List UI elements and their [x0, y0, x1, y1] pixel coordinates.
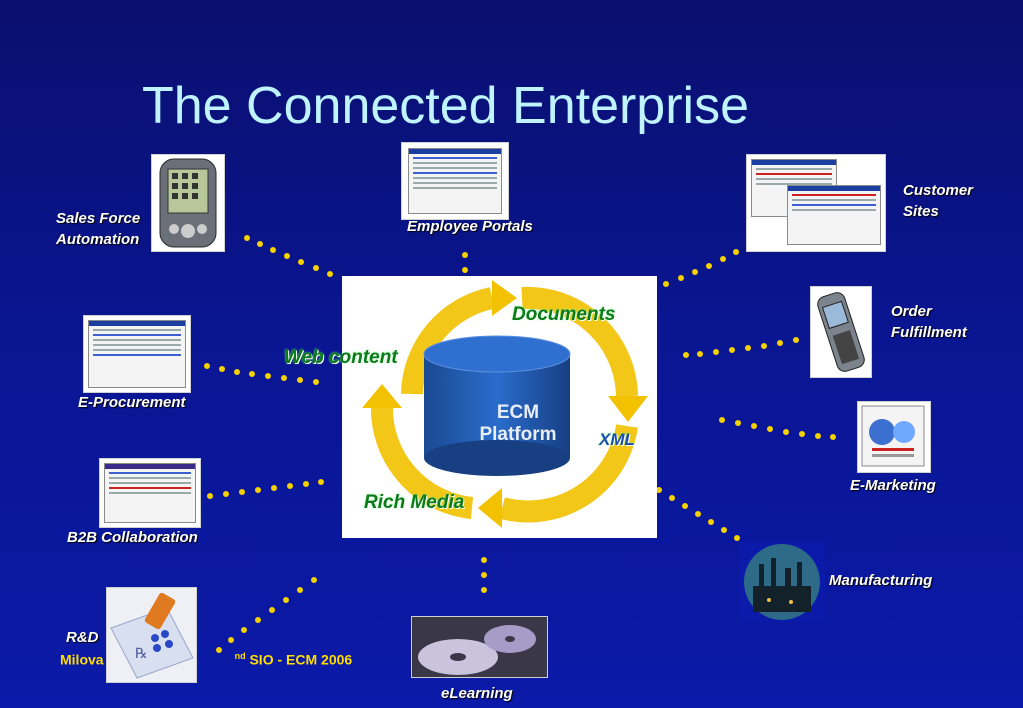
employee-portal-image — [401, 142, 509, 220]
ecm-cylinder: ECM Platform — [423, 335, 571, 476]
b2b-collaboration-image — [99, 458, 201, 528]
cylinder-line1: ECM — [497, 402, 539, 423]
label-elearning: eLearning — [441, 685, 513, 702]
footer-text: Milova nd SIO - ECM 2006 — [60, 651, 352, 668]
elearning-image — [411, 616, 548, 678]
label-order-fulfillment: Order Fulfillment — [891, 301, 967, 343]
customer-sites-line1: Customer — [903, 182, 974, 199]
label-customer-sites: Customer Sites — [903, 180, 973, 222]
pda-image — [151, 154, 225, 252]
label-b2b-collaboration: B2B Collaboration — [67, 529, 198, 546]
arrow-bottom — [478, 488, 502, 528]
label-r-and-d: R&D — [66, 629, 99, 646]
footer-sup: nd — [234, 651, 246, 661]
label-documents: Documents — [512, 304, 616, 325]
order-fulfillment-line1: Order — [891, 303, 932, 320]
arrow-right — [608, 396, 648, 422]
arrow-top — [492, 280, 517, 316]
label-xml: XML — [599, 430, 635, 449]
label-web-content: Web content — [284, 347, 398, 368]
customer-sites-line2: Sites — [903, 203, 939, 220]
cycle-graphic: ECM Platform — [362, 280, 648, 528]
footer-prefix: Milova — [60, 651, 104, 668]
ecm-center-panel: ECM Platform Documents XML Rich Media — [342, 276, 657, 538]
label-e-marketing: E-Marketing — [850, 477, 936, 494]
label-manufacturing: Manufacturing — [829, 572, 933, 589]
label-sales-force: Sales Force Automation — [56, 208, 140, 250]
manufacturing-image — [739, 542, 825, 622]
order-fulfillment-line2: Fulfillment — [891, 324, 967, 341]
label-e-procurement: E-Procurement — [78, 394, 186, 411]
page-title: The Connected Enterprise — [142, 77, 750, 135]
sales-force-line1: Sales Force — [56, 210, 141, 227]
r-and-d-image: ℞ — [106, 587, 197, 683]
svg-text:℞: ℞ — [135, 646, 148, 662]
customer-sites-image — [746, 154, 886, 252]
cylinder-line2: Platform — [479, 424, 556, 445]
sales-force-line2: Automation — [56, 231, 140, 248]
e-marketing-image — [857, 401, 931, 473]
label-rich-media: Rich Media — [364, 492, 465, 513]
arrow-left — [362, 384, 402, 408]
label-employee-portals: Employee Portals — [407, 218, 533, 235]
e-procurement-image — [83, 315, 191, 393]
footer-suffix: SIO - ECM 2006 — [249, 651, 353, 668]
phone-image — [810, 286, 872, 378]
